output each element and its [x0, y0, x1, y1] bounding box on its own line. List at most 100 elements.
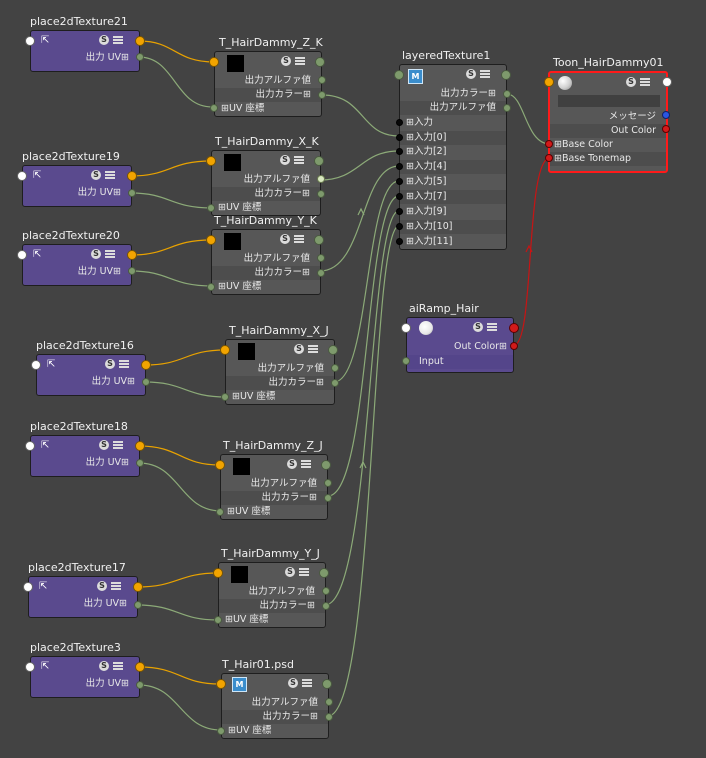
out-color-plug[interactable]: [317, 269, 325, 277]
list-icon[interactable]: [113, 662, 123, 664]
uv-coord-input-plug[interactable]: [209, 57, 219, 67]
out-alpha-plug[interactable]: [331, 364, 339, 372]
input-plug[interactable]: [396, 193, 403, 200]
uv-coord-input-plug[interactable]: [206, 235, 216, 245]
output-plug[interactable]: [133, 582, 143, 592]
uv-input-plug[interactable]: [216, 508, 224, 516]
out-color-plug[interactable]: [503, 90, 511, 98]
uv-coord-input-plug[interactable]: [215, 460, 225, 470]
out-uv-plug[interactable]: [128, 189, 136, 197]
settings-icon[interactable]: S: [288, 678, 298, 688]
out-color-plug[interactable]: [322, 602, 330, 610]
settings-icon[interactable]: S: [280, 155, 290, 165]
input-plug[interactable]: [23, 582, 33, 592]
list-icon[interactable]: [301, 460, 311, 462]
output-plug[interactable]: [662, 77, 672, 87]
uv-coord-input-plug[interactable]: [220, 345, 230, 355]
out-uv-plug[interactable]: [128, 267, 136, 275]
settings-icon[interactable]: S: [294, 344, 304, 354]
input-plug[interactable]: [402, 357, 410, 365]
uv-coord-input-plug[interactable]: [216, 679, 226, 689]
base-tonemap-plug[interactable]: [545, 154, 553, 162]
out-color-plug[interactable]: [317, 190, 325, 198]
list-icon[interactable]: [294, 156, 304, 158]
settings-icon[interactable]: S: [280, 234, 290, 244]
input-plug[interactable]: [396, 223, 403, 230]
settings-icon[interactable]: S: [99, 440, 109, 450]
input-plug[interactable]: [17, 171, 27, 181]
settings-icon[interactable]: S: [626, 77, 636, 87]
input-plug[interactable]: [396, 178, 403, 185]
uv-coord-input-plug[interactable]: [206, 156, 216, 166]
input-plug[interactable]: [396, 119, 403, 126]
settings-icon[interactable]: S: [473, 322, 483, 332]
output-plug[interactable]: [322, 679, 332, 689]
list-icon[interactable]: [295, 57, 305, 59]
settings-icon[interactable]: S: [466, 69, 476, 79]
input-plug[interactable]: [31, 360, 41, 370]
settings-icon[interactable]: S: [97, 581, 107, 591]
out-alpha-plug[interactable]: [322, 587, 330, 595]
out-uv-plug[interactable]: [142, 378, 150, 386]
input-plug[interactable]: [17, 250, 27, 260]
input-plug[interactable]: [396, 163, 403, 170]
input-plug[interactable]: [396, 148, 403, 155]
output-plug[interactable]: [315, 57, 325, 67]
settings-icon[interactable]: S: [91, 170, 101, 180]
out-color-plug[interactable]: [510, 342, 518, 350]
uv-input-plug[interactable]: [207, 283, 215, 291]
settings-icon[interactable]: S: [99, 35, 109, 45]
output-plug[interactable]: [135, 662, 145, 672]
input-plug[interactable]: [25, 662, 35, 672]
out-alpha-plug[interactable]: [318, 76, 326, 84]
out-uv-plug[interactable]: [134, 601, 142, 609]
output-plug[interactable]: [141, 360, 151, 370]
output-plug[interactable]: [314, 235, 324, 245]
out-uv-plug[interactable]: [136, 53, 144, 61]
output-plug[interactable]: [314, 156, 324, 166]
list-icon[interactable]: [111, 582, 121, 584]
out-uv-plug[interactable]: [136, 681, 144, 689]
message-plug[interactable]: [662, 111, 670, 119]
input-plug[interactable]: [25, 441, 35, 451]
output-plug[interactable]: [319, 568, 329, 578]
list-icon[interactable]: [294, 235, 304, 237]
list-icon[interactable]: [302, 679, 312, 681]
list-icon[interactable]: [640, 78, 650, 80]
uv-input-plug[interactable]: [210, 104, 218, 112]
list-icon[interactable]: [487, 323, 497, 325]
settings-icon[interactable]: S: [281, 56, 291, 66]
output-plug[interactable]: [501, 70, 511, 80]
output-plug[interactable]: [135, 36, 145, 46]
output-plug[interactable]: [328, 345, 338, 355]
input-plug[interactable]: [25, 36, 35, 46]
output-plug[interactable]: [509, 323, 519, 333]
uv-input-plug[interactable]: [217, 727, 225, 735]
list-icon[interactable]: [299, 568, 309, 570]
output-plug[interactable]: [127, 250, 137, 260]
uv-input-plug[interactable]: [221, 393, 229, 401]
input-plug[interactable]: [401, 323, 411, 333]
list-icon[interactable]: [480, 70, 490, 72]
output-plug[interactable]: [135, 441, 145, 451]
settings-icon[interactable]: S: [287, 459, 297, 469]
list-icon[interactable]: [113, 441, 123, 443]
settings-icon[interactable]: S: [285, 567, 295, 577]
out-alpha-plug[interactable]: [324, 479, 332, 487]
list-icon[interactable]: [105, 250, 115, 252]
settings-icon[interactable]: S: [105, 359, 115, 369]
out-color-plug[interactable]: [318, 91, 326, 99]
input-plug[interactable]: [396, 238, 403, 245]
out-alpha-plug[interactable]: [317, 175, 325, 183]
output-plug[interactable]: [321, 460, 331, 470]
list-icon[interactable]: [119, 360, 129, 362]
list-icon[interactable]: [105, 171, 115, 173]
out-alpha-plug[interactable]: [325, 698, 333, 706]
out-color-plug[interactable]: [331, 379, 339, 387]
out-alpha-plug[interactable]: [503, 104, 511, 112]
out-color-plug[interactable]: [325, 713, 333, 721]
uv-input-plug[interactable]: [214, 616, 222, 624]
out-uv-plug[interactable]: [136, 459, 144, 467]
list-icon[interactable]: [308, 345, 318, 347]
input-plug[interactable]: [396, 208, 403, 215]
